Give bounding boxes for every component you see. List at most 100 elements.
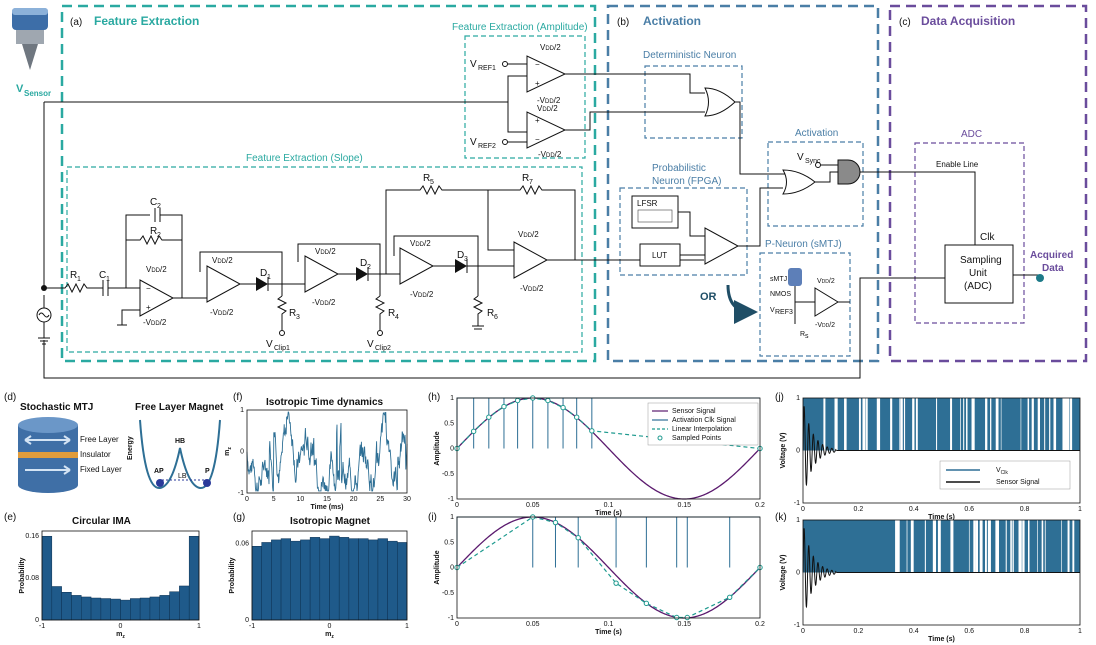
y-tick-label: 0 <box>450 565 454 572</box>
d2-sub: 2 <box>367 264 371 271</box>
panel-i-tag: (i) <box>428 512 437 523</box>
clk-gap <box>995 520 998 573</box>
x-tick-label: 0.15 <box>677 502 691 509</box>
svg-text:+: + <box>146 303 151 312</box>
x-tick-label: 0 <box>801 628 805 635</box>
axes-frame <box>456 397 761 500</box>
x-tick-label: 0 <box>801 506 805 513</box>
histogram-bar <box>309 537 321 621</box>
fixed-layer-label: Fixed Layer <box>80 465 122 474</box>
y-tick-label: 0 <box>796 448 800 455</box>
histogram-bar <box>319 538 330 621</box>
section-b-border <box>606 4 880 363</box>
section-a-border <box>60 4 597 363</box>
x-axis-label: Time (s) <box>595 510 622 517</box>
d3-label: D <box>457 250 464 261</box>
legend-marker <box>657 435 663 441</box>
histogram-bar <box>377 538 388 621</box>
histogram-bar <box>169 591 180 621</box>
histogram-bar <box>271 539 282 621</box>
vbias-label: V <box>770 307 775 314</box>
section-a-tag: (a) <box>70 17 82 28</box>
clk-gap <box>910 520 914 573</box>
lut-label: LUT <box>652 251 667 260</box>
clk-gap <box>858 398 861 451</box>
axes-frame <box>802 519 1081 626</box>
sampled-point <box>643 600 650 607</box>
clk-gap <box>1061 520 1062 573</box>
clk-gap <box>924 520 926 573</box>
c1-sub: 1 <box>106 276 110 283</box>
svg-text:−: − <box>535 60 540 69</box>
clk-gap <box>862 398 865 451</box>
clk-gap <box>1072 520 1075 573</box>
x-tick-label: 0.2 <box>755 502 765 509</box>
x-tick-label: 20 <box>350 496 358 503</box>
clk-gap <box>1010 520 1012 573</box>
vref2-label: V <box>470 137 477 148</box>
x-tick-label: 30 <box>403 496 411 503</box>
histogram-bar <box>179 585 190 621</box>
histogram-bar <box>120 599 131 621</box>
panel-h-tag: (h) <box>428 392 440 403</box>
y-tick-label: -1 <box>794 622 800 629</box>
legend-label: Sampled Points <box>672 435 722 442</box>
d3-sub: 3 <box>464 256 468 263</box>
svg-text:-VDD/2: -VDD/2 <box>538 150 562 159</box>
histogram-bar <box>149 596 160 621</box>
clk-gap <box>844 398 847 451</box>
hb-label: HB <box>175 438 185 445</box>
histogram-bar <box>139 597 151 621</box>
sensor-signal <box>456 397 761 500</box>
svg-text:VDD/2: VDD/2 <box>537 104 558 113</box>
panel-e-tag: (e) <box>4 512 16 523</box>
svg-text:-VDD/2: -VDD/2 <box>815 322 835 329</box>
x-axis-label: Time (ms) <box>311 504 344 511</box>
linear-interpolation <box>456 516 761 619</box>
histogram-bar <box>130 598 141 621</box>
sampled-point <box>560 404 566 411</box>
clk-gap <box>968 520 970 573</box>
r7-label: R <box>522 173 529 184</box>
clk-gap <box>1053 398 1057 451</box>
clk-gap <box>960 398 961 451</box>
x-tick-label: 0.05 <box>526 621 540 628</box>
legend-box <box>647 402 759 446</box>
clk-gap <box>1000 398 1002 451</box>
feature-circuit: −+ +− V REF1 V REF2 VDD/2 -VDD/2 VDD/2 -… <box>36 43 1073 379</box>
legend-label: Activation Clk Signal <box>672 417 736 424</box>
x-tick-label: 0.05 <box>526 502 540 509</box>
x-tick-label: 1 <box>197 623 201 630</box>
clk-gap <box>1022 520 1025 573</box>
sampled-point <box>673 614 680 621</box>
y-axis-label: Amplitude <box>434 431 441 465</box>
clk-gap <box>1031 398 1034 451</box>
x-tick-label: 1 <box>1078 628 1082 635</box>
svg-text:VDD/2: VDD/2 <box>146 265 167 274</box>
svg-text:-VDD/2: -VDD/2 <box>520 284 544 293</box>
vref1-sub: REF1 <box>478 65 496 72</box>
r6-sub: 6 <box>494 314 498 321</box>
axes-frame <box>246 409 408 494</box>
panel-d-title2: Free Layer Magnet <box>135 402 224 413</box>
section-c-title: Data Acquisition <box>921 14 1015 28</box>
panel-g-title: Isotropic Magnet <box>290 516 371 527</box>
sampled-point <box>589 428 595 434</box>
panel-g-tag: (g) <box>233 512 245 523</box>
sampling-unit <box>944 244 1014 304</box>
x-tick-label: 1 <box>405 623 409 630</box>
x-axis-label: Time (s) <box>928 636 955 643</box>
rs-sub: s <box>805 333 809 340</box>
vsync-sub: Sync <box>805 158 821 165</box>
clk-gap <box>823 398 826 451</box>
mtj-cylinder <box>18 417 78 493</box>
x-tick-label: 0.1 <box>604 502 614 509</box>
clk-gap <box>950 520 954 573</box>
y-tick-label: 1 <box>796 395 800 402</box>
svg-text:VDD/2: VDD/2 <box>212 256 233 265</box>
svg-text:-VDD/2: -VDD/2 <box>410 290 434 299</box>
clk-gap <box>1062 398 1065 451</box>
x-tick-label: 0.2 <box>755 621 765 628</box>
